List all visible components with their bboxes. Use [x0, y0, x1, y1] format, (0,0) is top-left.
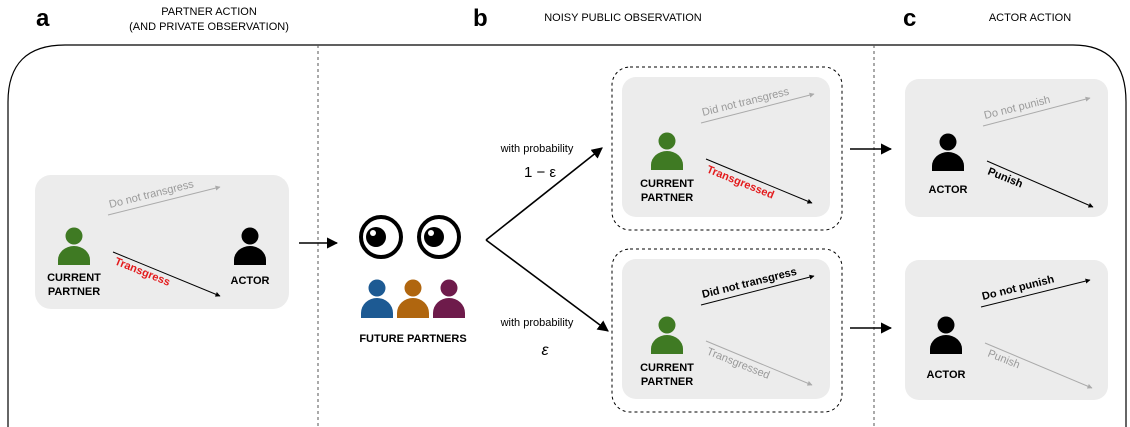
observation-top-box: [622, 77, 830, 217]
observation-bottom-bold-arrow: [700, 274, 815, 306]
actor-bottom-icon: [930, 316, 962, 354]
branch-arrow-bottom: [485, 239, 609, 332]
observation-bottom-partner-label-2: PARTNER: [641, 376, 693, 388]
actor-top-bold-arrow: [986, 160, 1094, 208]
actor-action-top-box: [905, 79, 1108, 217]
actor-icon: [234, 227, 266, 265]
actor-top-label: ACTOR: [929, 184, 968, 196]
observation-bottom-partner-icon: [651, 316, 683, 354]
panel-letter-a: a: [36, 5, 50, 32]
panel-a-title-line1: PARTNER ACTION: [161, 6, 257, 18]
observation-top-partner-label-1: CURRENT: [640, 178, 694, 190]
actor-action-bottom-box: [905, 260, 1108, 400]
panel-letter-b: b: [473, 5, 488, 32]
actor-bottom-label: ACTOR: [927, 369, 966, 381]
panel-b-title: NOISY PUBLIC OBSERVATION: [544, 12, 702, 24]
transgress-arrow: [112, 251, 221, 297]
panel-letter-c: c: [903, 5, 916, 32]
future-partner-blue-icon: [361, 279, 393, 318]
actor-label: ACTOR: [231, 275, 270, 287]
top-probability-text: with probability: [500, 143, 574, 155]
do-not-transgress-arrow: [107, 185, 221, 216]
current-partner-label-2: PARTNER: [48, 286, 100, 298]
eyes-icon: [359, 215, 461, 259]
observation-bottom-frame: [611, 248, 843, 413]
actor-top-dim-arrow: [982, 96, 1091, 127]
panel-c-title: ACTOR ACTION: [989, 12, 1071, 24]
future-partners-label: FUTURE PARTNERS: [359, 333, 466, 345]
bottom-probability-value: ε: [541, 342, 549, 359]
bottom-probability-text: with probability: [500, 317, 574, 329]
current-partner-label-1: CURRENT: [47, 272, 101, 284]
branch-arrow-top: [485, 147, 603, 241]
actor-top-icon: [932, 133, 964, 171]
current-partner-icon: [58, 227, 90, 265]
future-partner-orange-icon: [397, 279, 429, 318]
actor-bottom-bold-arrow: [980, 278, 1091, 308]
observation-top-partner-icon: [651, 132, 683, 170]
partner-action-box: [35, 175, 289, 309]
observation-top-partner-label-2: PARTNER: [641, 192, 693, 204]
observation-top-bold-arrow: [705, 158, 813, 204]
top-probability-value: 1 − ε: [524, 164, 556, 181]
future-partner-purple-icon: [433, 279, 465, 318]
observation-top-dim-arrow: [700, 92, 815, 124]
observation-bottom-dim-arrow: [705, 340, 813, 386]
observation-bottom-partner-label-1: CURRENT: [640, 362, 694, 374]
panel-a-title-line2: (AND PRIVATE OBSERVATION): [129, 21, 289, 33]
outer-frame: [7, 44, 1127, 427]
observation-bottom-box: [622, 259, 830, 399]
observation-top-frame: [611, 66, 843, 231]
actor-bottom-dim-arrow: [984, 342, 1093, 389]
